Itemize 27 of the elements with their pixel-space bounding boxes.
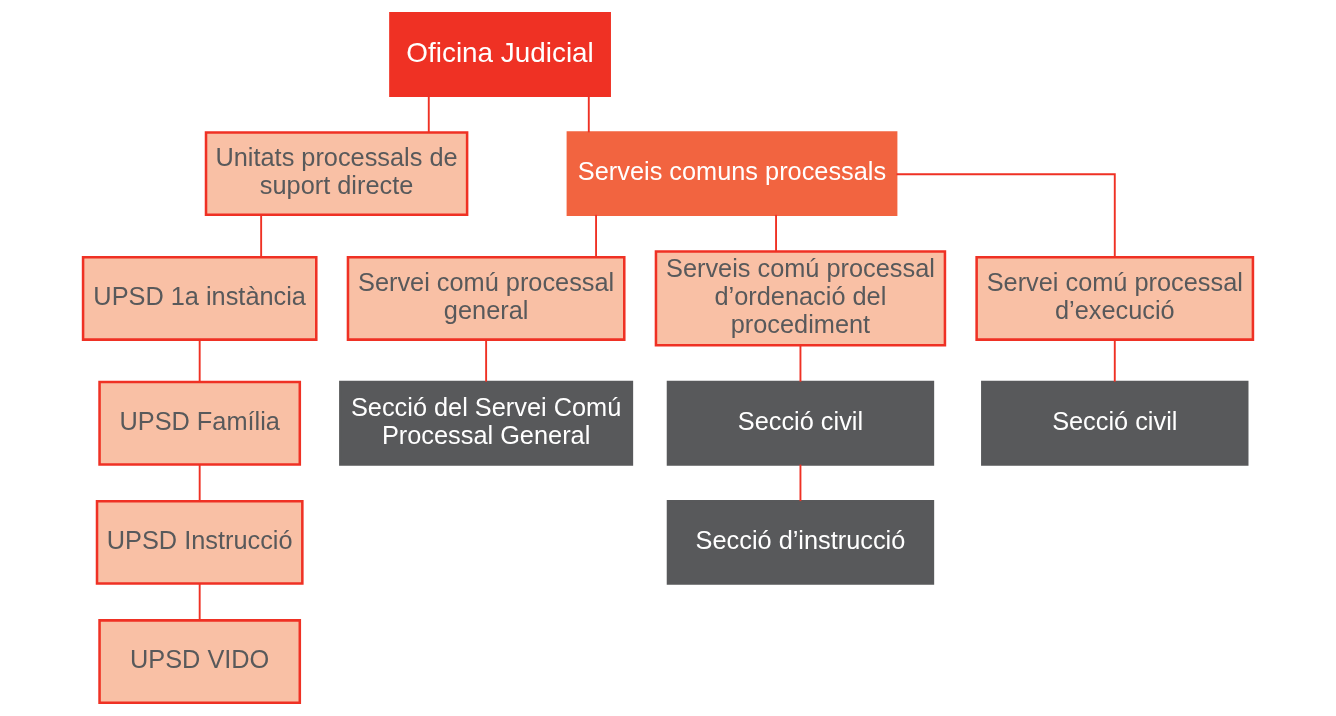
- node-box: Unitats processals de suport directe: [204, 131, 469, 217]
- node-box: Secció d’instrucció: [666, 499, 935, 585]
- connector: [485, 338, 488, 383]
- connector: [427, 94, 430, 134]
- node-box: Serveis comuns processals: [566, 131, 898, 217]
- connector: [799, 463, 802, 503]
- node-box: Serveis comú processal d’ordenació del procediment: [654, 250, 947, 347]
- node-box: Secció civil: [981, 380, 1249, 466]
- node-box: Secció del Servei Comú Processal General: [339, 380, 634, 466]
- connector: [198, 582, 201, 622]
- connector: [595, 213, 598, 258]
- connector: [587, 94, 590, 134]
- connector: [799, 344, 802, 383]
- node-box: UPSD Família: [98, 380, 302, 466]
- connector: [775, 213, 777, 253]
- node-box: UPSD VIDO: [98, 619, 302, 704]
- node-box: Secció civil: [666, 380, 935, 466]
- node-box: UPSD Instrucció: [95, 499, 304, 585]
- connector: [895, 173, 1116, 258]
- connector: [1113, 338, 1116, 383]
- node-box: Oficina Judicial: [389, 12, 611, 97]
- connector: [198, 463, 201, 503]
- connector: [198, 338, 201, 383]
- connector: [260, 213, 263, 258]
- node-box: Servei comú processal d’execució: [975, 255, 1255, 341]
- node-box: Servei comú processal general: [346, 255, 626, 341]
- node-box: UPSD 1a instància: [81, 255, 318, 341]
